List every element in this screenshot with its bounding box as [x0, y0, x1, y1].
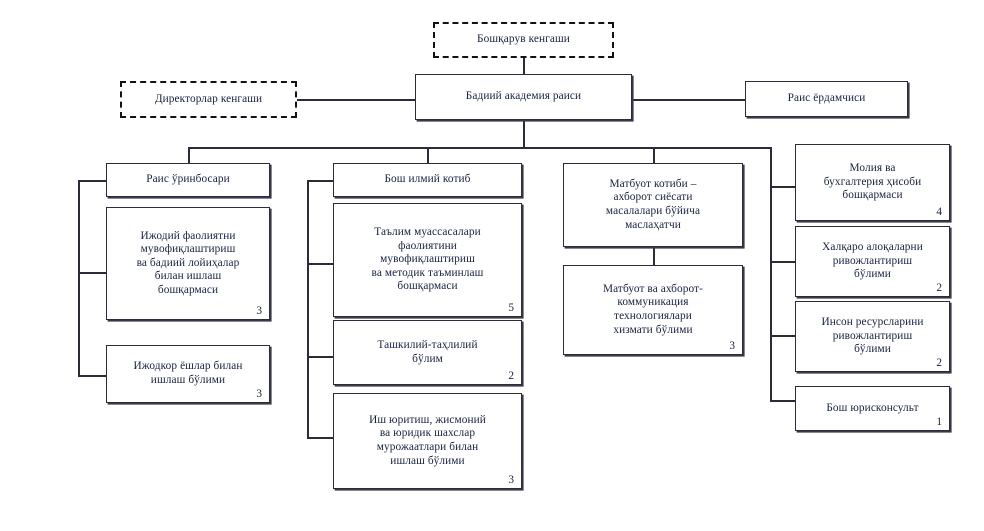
node-creative-activity-dept[interactable]: Ижодий фаолиятни мувофиқлаштириш ва бади…: [106, 207, 270, 320]
rail-stub-records-management: [307, 437, 333, 439]
node-human-resources-dept-count: 2: [936, 357, 942, 369]
node-human-resources-dept[interactable]: Инсон ресурсларини ривожлантириш бўлими …: [795, 301, 950, 372]
node-chief-scientific-secretary-label: Бош илмий котиб: [384, 173, 471, 186]
rail-stub-organizational-analytical: [307, 356, 333, 358]
node-organizational-analytical-dept-count: 2: [508, 370, 514, 382]
connector-board-to-chairman: [297, 99, 415, 101]
node-chairman-label: Бадиий академия раиси: [465, 90, 582, 103]
node-education-institutions-dept-label: Таълим муассасалари фаолиятини мувофиқла…: [371, 226, 484, 293]
node-creative-youth-dept[interactable]: Ижодкор ёшлар билан ишлаш бўлими 3: [106, 345, 270, 403]
node-organizational-analytical-dept[interactable]: Ташкилий-таҳлилий бўлим 2: [333, 320, 522, 385]
node-press-secretary-label: Матбуот котиби – ахборот сиёсати масалал…: [605, 177, 701, 231]
node-press-ict-service-dept-label: Матбуот ва ахборот- коммуникация техноло…: [602, 282, 704, 336]
node-chief-legal-counsel[interactable]: Бош юрисконсульт 1: [795, 386, 950, 431]
node-deputy-chairman[interactable]: Раис ўринбосари: [106, 163, 270, 197]
node-organizational-analytical-dept-label: Ташкилий-таҳлилий бўлим: [377, 338, 478, 365]
rail-stub-deputy-chairman: [78, 180, 106, 182]
node-chief-legal-counsel-count: 1: [936, 416, 942, 428]
rail-stub-creative-activity: [78, 272, 106, 274]
connector-press-secretary-to-ict: [653, 247, 655, 265]
rail-stub-international-relations: [770, 261, 795, 263]
node-board-of-directors-label: Директорлар кенгаши: [154, 92, 263, 105]
node-records-management-dept-count: 3: [508, 474, 514, 486]
rail-stub-scientific-secretary: [307, 180, 333, 182]
node-creative-activity-dept-label: Ижодий фаолиятни мувофиқлаштириш ва бади…: [136, 229, 240, 296]
node-chief-scientific-secretary[interactable]: Бош илмий котиб: [333, 163, 522, 197]
node-board-of-directors[interactable]: Директорлар кенгаши: [120, 81, 297, 118]
main-distribution-bus: [188, 147, 771, 149]
node-creative-youth-dept-label: Ижодкор ёшлар билан ишлаш бўлими: [133, 360, 243, 386]
rail-stub-finance-accounting: [770, 186, 795, 188]
rail-stub-human-resources: [770, 335, 795, 337]
node-international-relations-dept[interactable]: Халқаро алоқаларни ривожлантириш бўлими …: [795, 226, 950, 297]
node-governing-council[interactable]: Бошқарув кенгаши: [433, 22, 614, 58]
node-human-resources-dept-label: Инсон ресурсларини ривожлантириш бўлими: [821, 316, 924, 356]
bus-drop-finance-rail: [770, 147, 772, 400]
node-finance-accounting-dept-label: Молия ва бухгалтерия ҳисоби бошқармаси: [823, 162, 922, 202]
rail-stub-chief-legal-counsel: [770, 400, 795, 402]
node-creative-activity-dept-count: 3: [256, 305, 262, 317]
node-records-management-dept[interactable]: Иш юритиш, жисмоний ва юридик шахслар му…: [333, 393, 522, 489]
node-records-management-dept-label: Иш юритиш, жисмоний ва юридик шахслар му…: [369, 413, 486, 467]
node-education-institutions-dept[interactable]: Таълим муассасалари фаолиятини мувофиқла…: [333, 203, 522, 317]
bus-drop-deputy-chairman: [188, 147, 190, 163]
node-governing-council-label: Бошқарув кенгаши: [477, 33, 570, 46]
node-finance-accounting-dept[interactable]: Молия ва бухгалтерия ҳисоби бошқармаси 4: [795, 144, 950, 221]
node-creative-youth-dept-count: 3: [256, 388, 262, 400]
node-chairman[interactable]: Бадиий академия раиси: [415, 74, 632, 120]
rail-scientific-secretary-group: [307, 180, 309, 437]
rail-stub-education-institutions: [307, 263, 333, 265]
node-finance-accounting-dept-count: 4: [936, 206, 942, 218]
rail-deputy-chairman-group: [78, 180, 80, 375]
connector-chairman-down: [523, 120, 525, 148]
node-international-relations-dept-label: Халқаро алоқаларни ривожлантириш бўлими: [822, 241, 923, 281]
node-chairman-assistant-label: Раис ёрдамчиси: [787, 92, 866, 105]
node-press-ict-service-dept-count: 3: [729, 340, 735, 352]
node-press-secretary[interactable]: Матбуот котиби – ахборот сиёсати масалал…: [563, 163, 743, 247]
bus-drop-scientific-secretary: [427, 147, 429, 163]
node-education-institutions-dept-count: 5: [508, 302, 514, 314]
node-international-relations-dept-count: 2: [936, 282, 942, 294]
bus-drop-press-secretary: [653, 147, 655, 163]
node-press-ict-service-dept[interactable]: Матбуот ва ахборот- коммуникация техноло…: [563, 265, 743, 355]
connector-council-to-chairman: [523, 58, 525, 84]
node-chairman-assistant[interactable]: Раис ёрдамчиси: [745, 81, 908, 117]
rail-stub-creative-youth: [78, 375, 106, 377]
node-deputy-chairman-label: Раис ўринбосари: [146, 173, 230, 186]
connector-chairman-to-assistant: [632, 99, 745, 101]
node-chief-legal-counsel-label: Бош юрисконсульт: [826, 401, 919, 414]
